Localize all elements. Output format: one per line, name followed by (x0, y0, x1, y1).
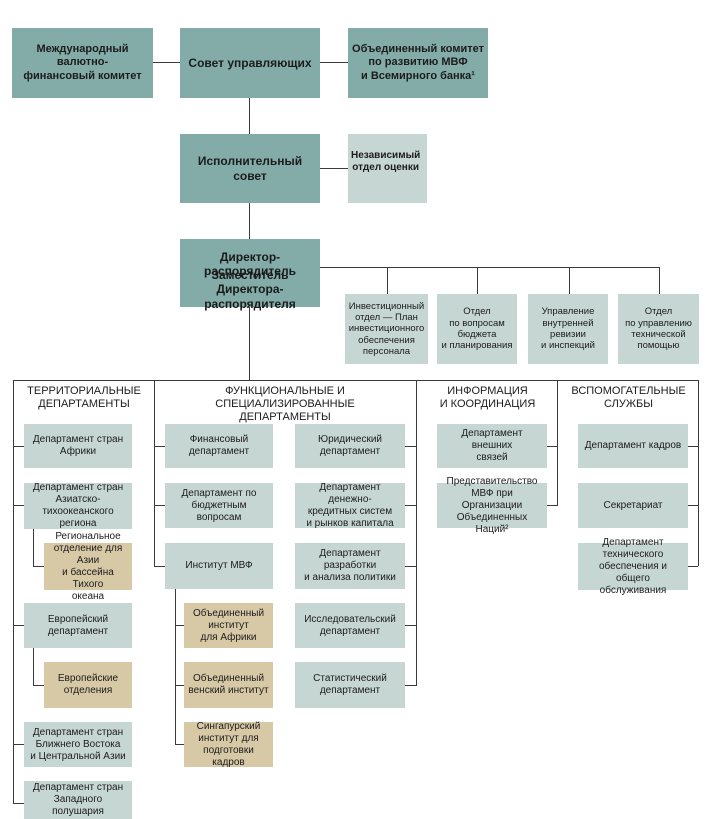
connector (416, 380, 417, 686)
dept-finance[interactable]: Финансовый департамент (165, 424, 273, 468)
connector (33, 529, 34, 566)
dept-research[interactable]: Исследовательский департамент (295, 603, 405, 648)
dept-technology-general-services[interactable]: Департамент технического обеспечения и о… (578, 537, 688, 596)
dept-europe[interactable]: Европейский департамент (24, 603, 132, 648)
dept-western-hemisphere[interactable]: Департамент стран Западного полушария (24, 781, 132, 819)
managing-director-box[interactable] (180, 239, 320, 307)
dept-external-relations[interactable]: Департамент внешних связей (437, 424, 547, 468)
header-functional-departments: ФУНКЦИОНАЛЬНЫЕ И СПЕЦИАЛИЗИРОВАННЫЕ ДЕПА… (215, 385, 355, 424)
connector (175, 744, 184, 745)
connector (13, 446, 24, 447)
connector (33, 685, 44, 686)
institute-vienna[interactable]: Объединенный венский институт (184, 662, 273, 708)
office-internal-audit[interactable]: Управление внутренней ревизии и инспекци… (528, 294, 608, 364)
deputy-md-title: Заместитель Директора- распорядителя (204, 268, 296, 311)
ieo-box[interactable]: Независимый отдел оценки (348, 134, 427, 203)
connector (405, 685, 416, 686)
connector (688, 446, 698, 447)
connector (569, 267, 570, 294)
connector (698, 380, 699, 566)
board-of-governors-box[interactable]: Совет управляющих (180, 28, 320, 98)
connector (547, 446, 557, 447)
header-information-coordination: ИНФОРМАЦИЯ И КООРДИНАЦИЯ (439, 385, 536, 411)
connector (688, 505, 698, 506)
dept-statistics[interactable]: Статистический департамент (295, 662, 405, 708)
header-area-departments: ТЕРРИТОРИАЛЬНЫЕ ДЕПАРТАМЕНТЫ (27, 385, 141, 411)
dept-fiscal-affairs[interactable]: Департамент по бюджетным вопросам (165, 483, 273, 528)
office-united-nations[interactable]: Представительство МВФ при Организации Об… (437, 476, 547, 535)
connector (405, 625, 416, 626)
connector (405, 446, 416, 447)
connector (405, 505, 416, 506)
dept-legal[interactable]: Юридический департамент (295, 424, 405, 468)
connector (13, 625, 24, 626)
connector (13, 380, 14, 804)
institute-africa[interactable]: Объединенный институт для Африки (184, 603, 273, 648)
dept-africa[interactable]: Департамент стран Африки (24, 424, 132, 468)
dept-middle-east[interactable]: Департамент стран Ближнего Востока и Цен… (24, 722, 132, 767)
connector (387, 267, 388, 294)
executive-board-box[interactable]: Исполнительный совет (180, 134, 320, 203)
connector (688, 566, 698, 567)
connector (320, 267, 660, 268)
dept-monetary-capital-markets[interactable]: Департамент денежно- кредитных систем и … (295, 482, 405, 529)
office-investment[interactable]: Инвестиционный отдел — План инвестиционн… (345, 294, 428, 364)
connector (659, 267, 660, 294)
connector (154, 505, 165, 506)
dept-policy-review[interactable]: Департамент разработки и анализа политик… (295, 543, 405, 589)
dept-human-resources[interactable]: Департамент кадров (578, 424, 688, 468)
imfc-box[interactable]: Международный валютно- финансовый комите… (12, 28, 153, 98)
dept-asia-pacific[interactable]: Департамент стран Азиатско-тихоокеанског… (24, 482, 132, 529)
development-committee-box[interactable]: Объединенный комитет по развитию МВФ и В… (348, 28, 488, 98)
secretariat[interactable]: Секретариат (578, 483, 688, 528)
connector (405, 566, 416, 567)
connector (249, 307, 250, 380)
managing-director-title: Директор-распорядитель (204, 250, 296, 279)
office-budget-planning[interactable]: Отдел по вопросам бюджета и планирования (437, 294, 517, 364)
connector (320, 62, 348, 63)
connector (557, 380, 558, 506)
connector (547, 505, 557, 506)
connector (13, 380, 699, 381)
connector (154, 446, 165, 447)
connector (13, 744, 24, 745)
header-support-services: ВСПОМОГАТЕЛЬНЫЕ СЛУЖБЫ (571, 385, 686, 411)
connector (477, 267, 478, 294)
connector (154, 380, 155, 566)
connector (249, 202, 250, 239)
imf-institute[interactable]: Институт МВФ (165, 543, 273, 589)
connector (153, 62, 180, 63)
office-europe[interactable]: Европейские отделения (44, 662, 132, 708)
connector (154, 566, 165, 567)
connector (249, 97, 250, 134)
office-technical-assistance[interactable]: Отдел по управлению технической помощью (618, 294, 699, 364)
office-asia-pacific-regional[interactable]: Региональное отделение для Азии и бассей… (44, 531, 132, 602)
connector (33, 648, 34, 685)
institute-singapore[interactable]: Сингапурский институт для подготовки кад… (184, 721, 273, 768)
connector (33, 566, 44, 567)
connector (13, 803, 24, 804)
connector (175, 685, 184, 686)
connector (320, 168, 348, 169)
connector (175, 625, 184, 626)
connector (13, 505, 24, 506)
connector (175, 589, 176, 745)
